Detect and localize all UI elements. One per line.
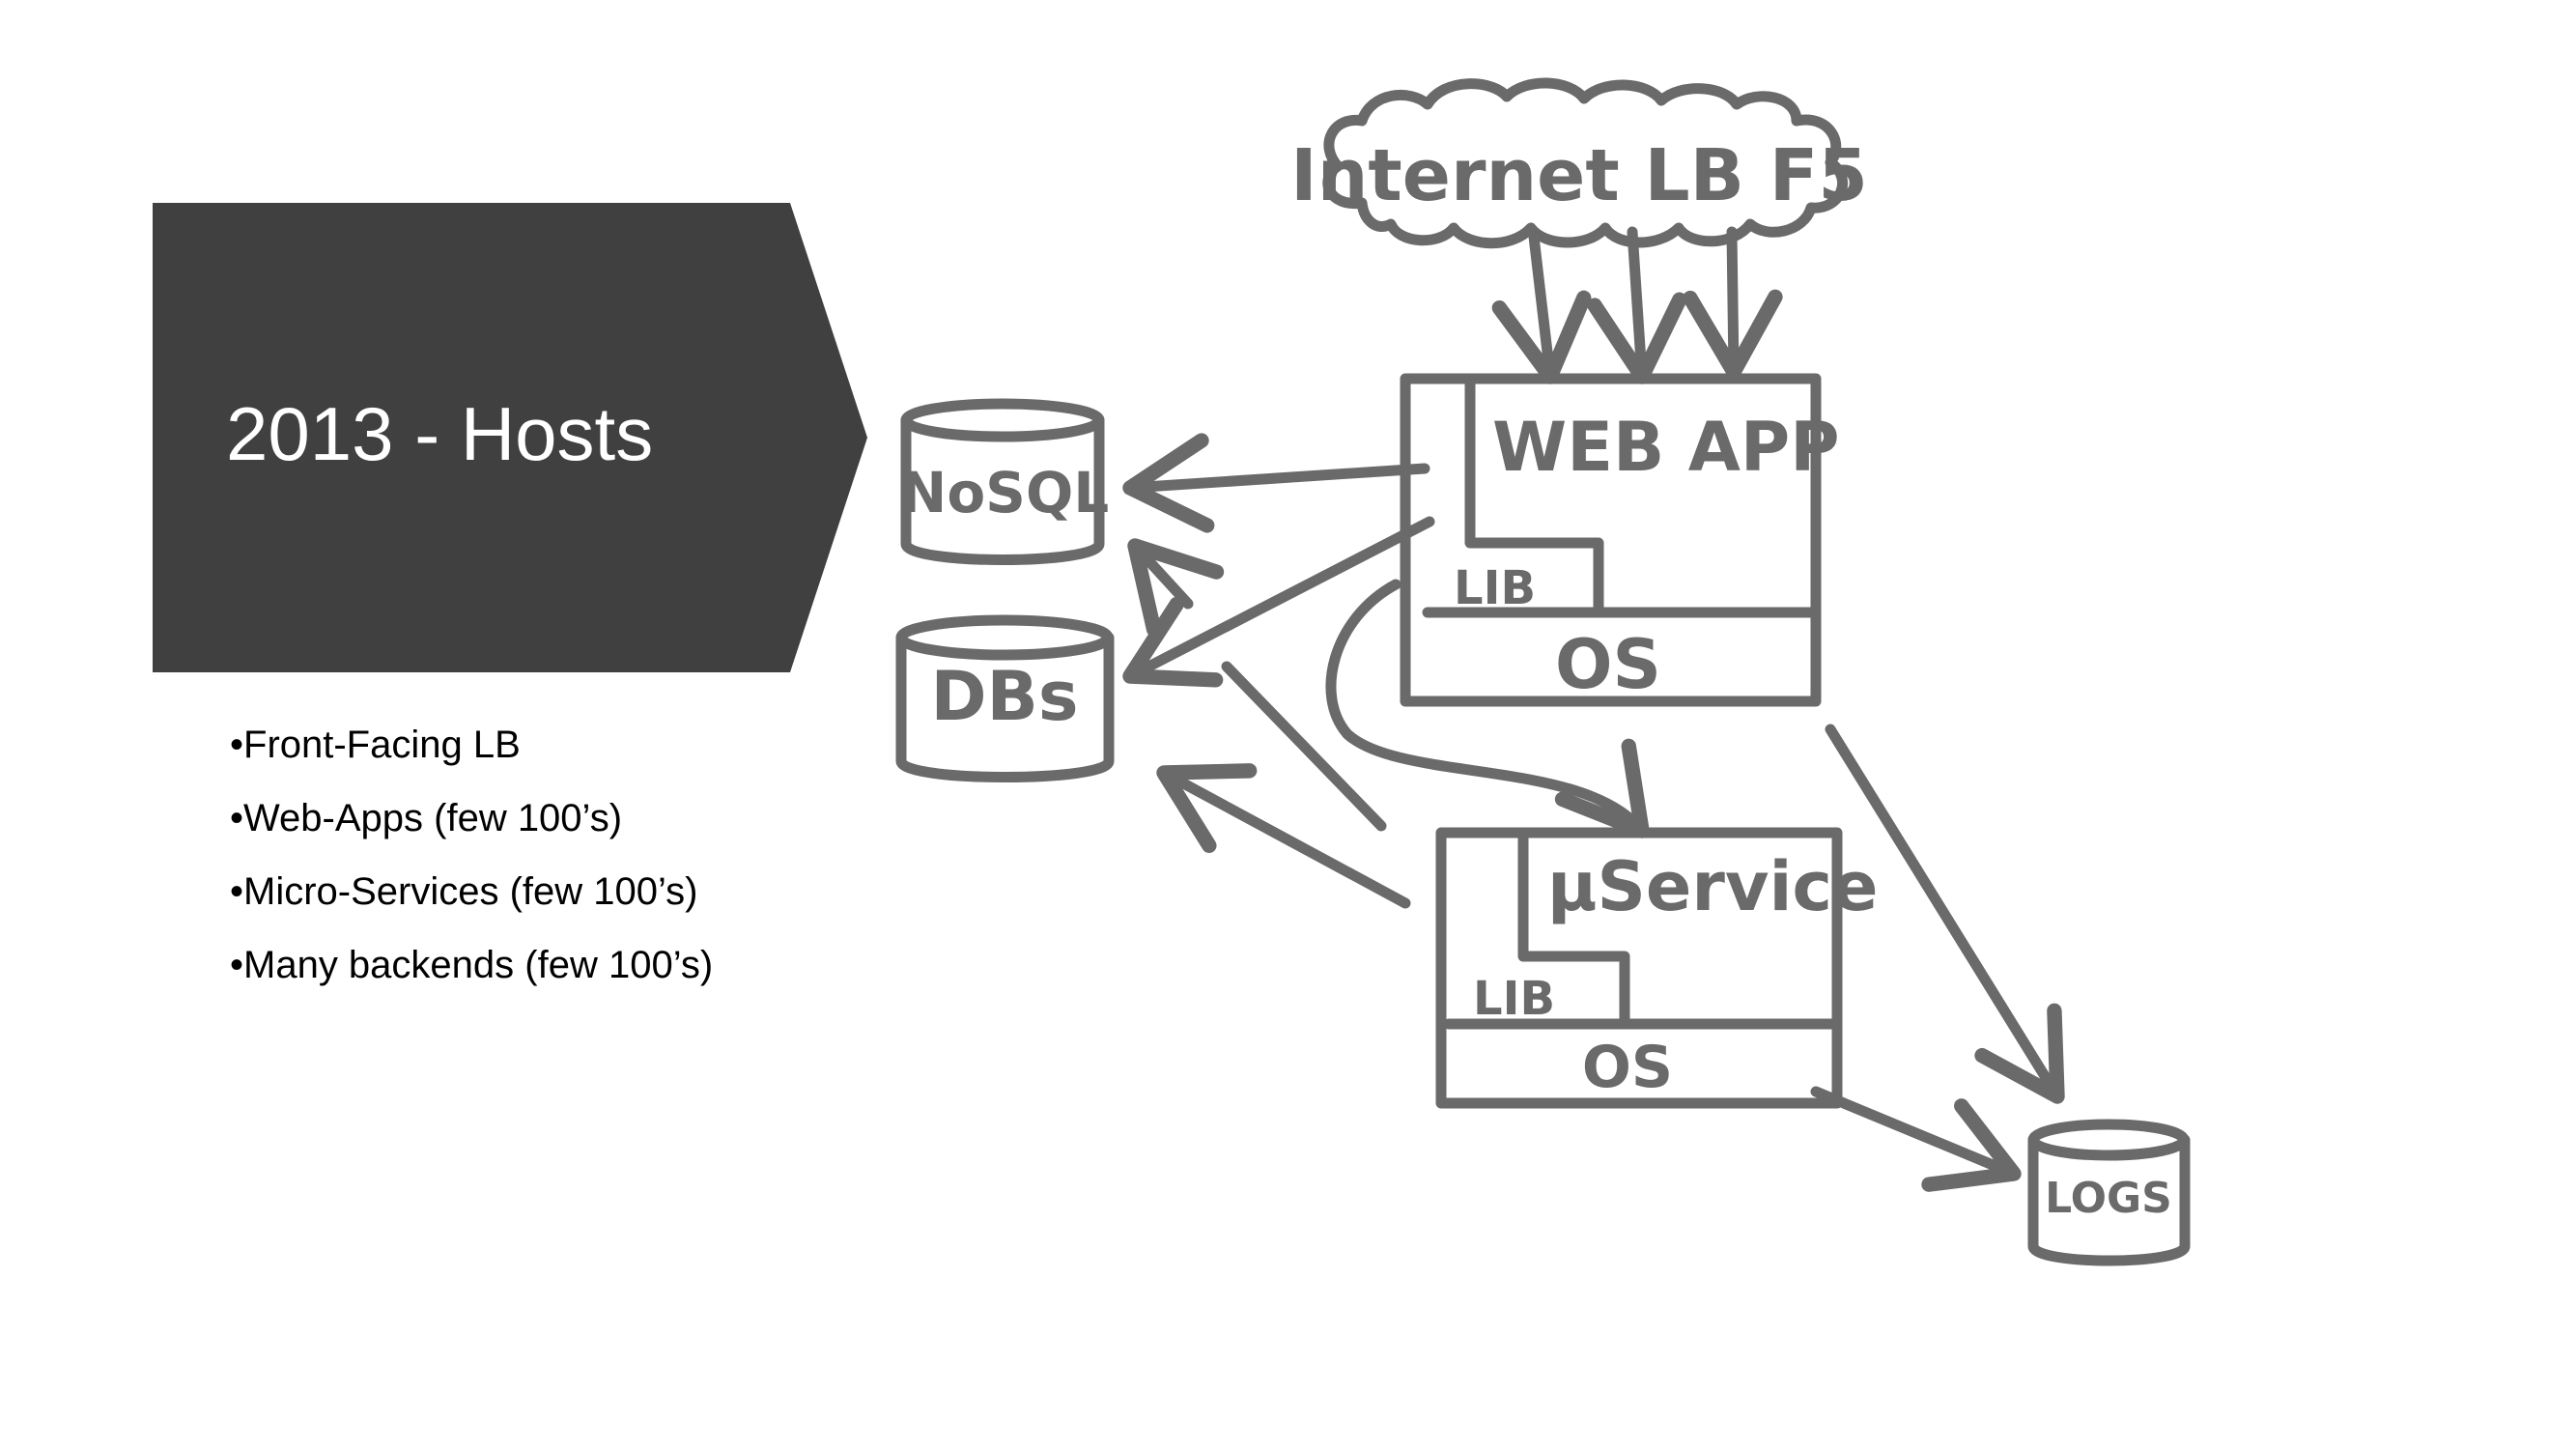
webapp-to-logs-arrow [1825,724,2065,1104]
bullet-item: •Many backends (few 100’s) [230,944,714,986]
nosql-datastore [900,398,1105,565]
bullet-item: •Web-Apps (few 100’s) [230,797,623,839]
service-name-label: μService [1547,847,1879,926]
service-lib-label: LIB [1473,972,1555,1026]
webapp-name-label: WEB APP [1492,408,1840,487]
internet-cloud [1322,77,1848,249]
bullet-item: •Front-Facing LB [230,724,521,766]
lib-to-service-arrow [1325,579,1650,838]
banner-shape [153,203,867,672]
webapp-lib-label: LIB [1454,561,1536,615]
service-to-nosql-line [1221,661,1387,832]
cloud-to-webapp-arrow [1491,231,1592,384]
webapp-to-nosql-arrow [1122,433,1430,533]
dbs-to-nosql-arrow [1127,538,1225,638]
webapp-os-label: OS [1555,625,1661,704]
nosql-label: NoSQL [900,460,1109,526]
cloud-label: Internet LB F5 [1290,134,1868,217]
logs-label: LOGS [2045,1174,2172,1223]
cloud-to-webapp-arrow [1683,226,1783,380]
bullet-item: •Micro-Services (few 100’s) [230,870,698,913]
slide-title: 2013 - Hosts [226,391,654,476]
dbs-datastore [895,614,1115,782]
logs-datastore [2027,1119,2191,1266]
dbs-label: DBs [930,657,1078,736]
service-to-logs-arrow [1810,1086,2022,1192]
service-os-label: OS [1582,1034,1673,1101]
bullet-list: •Front-Facing LB •Web-Apps (few 100’s) •… [230,720,713,1013]
webapp-to-dbs-arrow [1122,516,1435,688]
service-to-dbs-arrow [1156,763,1411,909]
cloud-to-webapp-arrow [1587,226,1687,384]
title-banner: 2013 - Hosts [153,203,867,672]
